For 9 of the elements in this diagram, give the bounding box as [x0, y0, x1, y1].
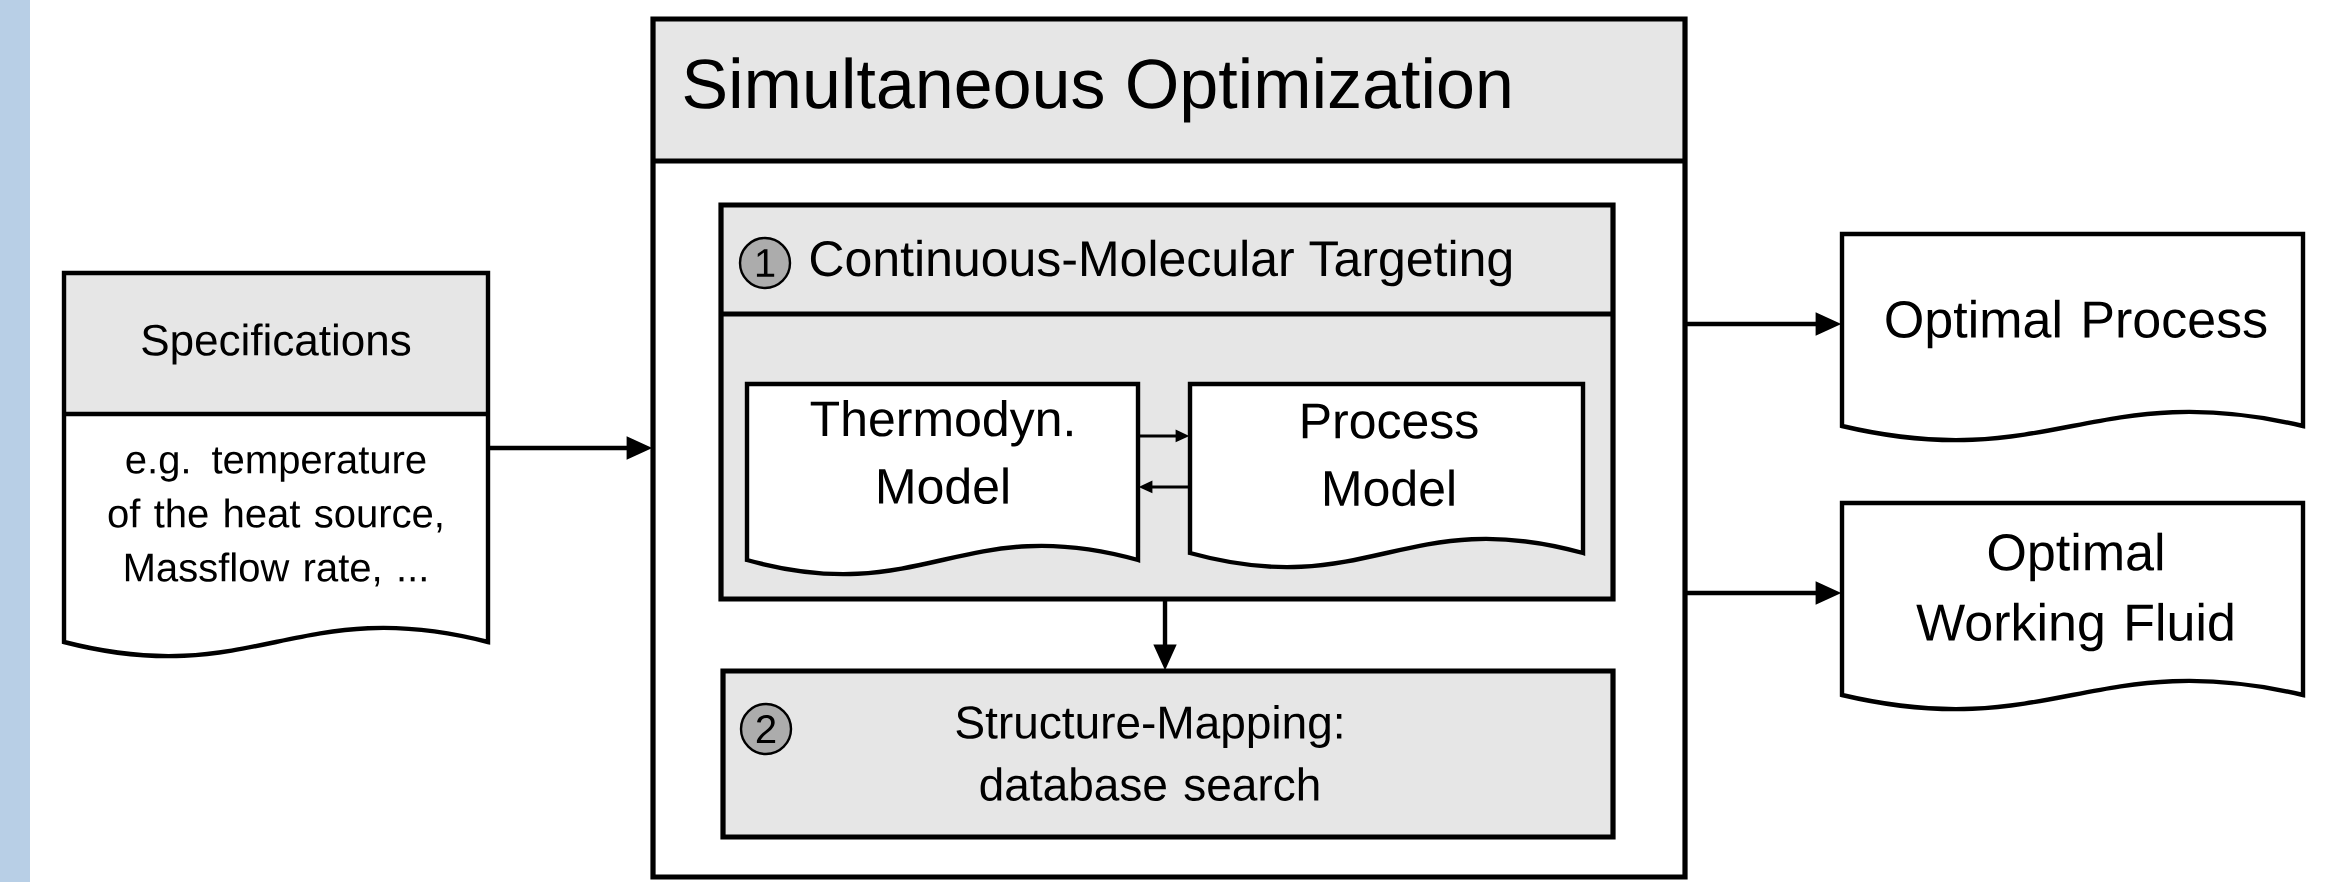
step-box: 2 Structure-Mapping: database search: [720, 668, 1616, 840]
side-bar: [0, 0, 30, 882]
step-number: 1: [738, 236, 792, 290]
document-box: Thermodyn. Model: [744, 381, 1141, 576]
document-box: Specifications e.g. temperature of the heat source, Massflow rate, ...: [61, 270, 491, 658]
document-box: Process Model: [1187, 381, 1586, 569]
document-box: Optimal Process: [1839, 231, 2306, 442]
step-number: 2: [739, 702, 793, 756]
document-box: Optimal Working Fluid: [1839, 500, 2306, 711]
